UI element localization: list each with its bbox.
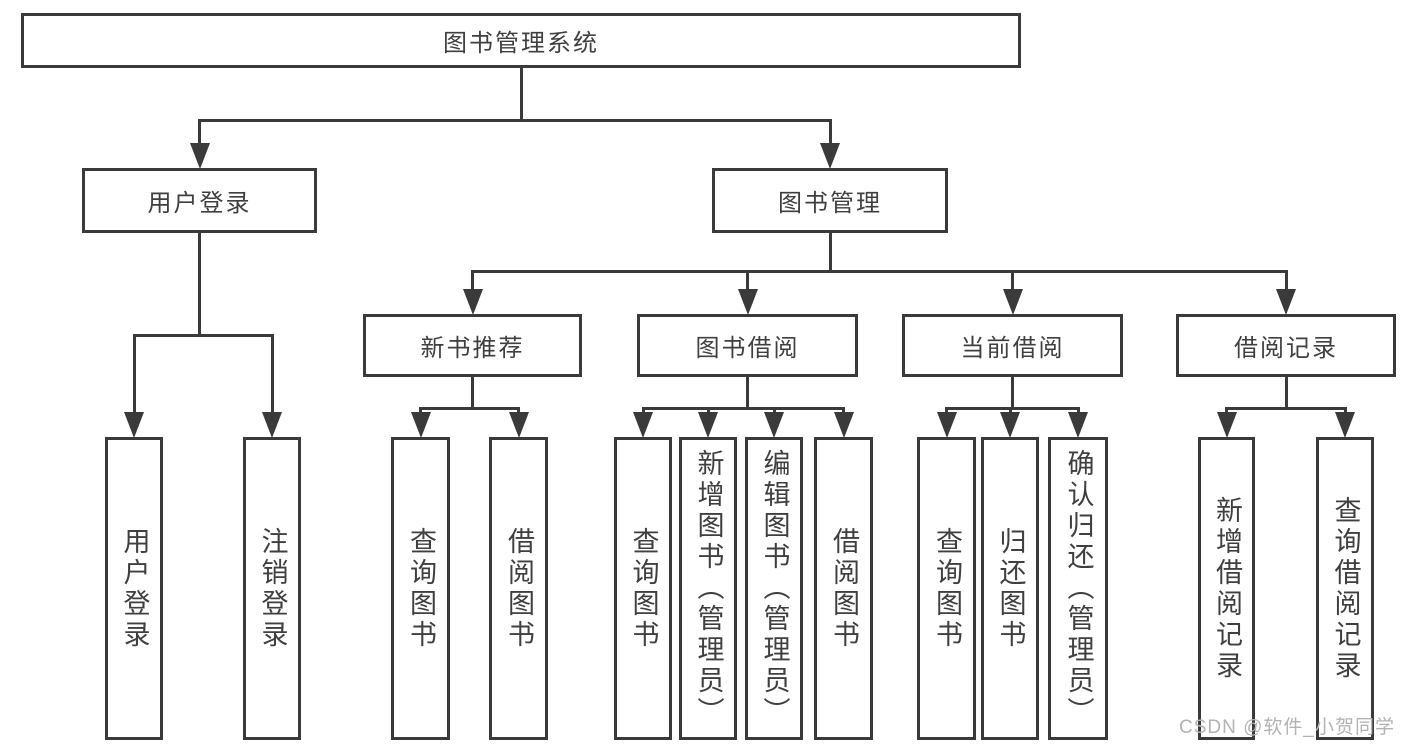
connector-line	[1343, 407, 1347, 415]
node-root: 图书管理系统	[21, 13, 1021, 68]
node-cb-confirm-return: 确认归还（管理员）	[1048, 437, 1108, 740]
connector-line	[1284, 377, 1288, 410]
arrowhead-down-icon	[1335, 412, 1355, 438]
arrowhead-down-icon	[1000, 412, 1020, 438]
node-label: 图书管理系统	[443, 30, 599, 57]
node-label: 确认归还（管理员）	[1063, 449, 1094, 728]
node-bb-add-book: 新增图书（管理员）	[679, 437, 737, 740]
node-label: 用户登录	[147, 190, 252, 217]
node-label: 用户登录	[119, 526, 150, 651]
arrowhead-down-icon	[508, 412, 529, 438]
node-cb-query-book: 查询图书	[917, 437, 976, 740]
connector-line	[945, 407, 948, 415]
node-bb-borrow-book: 借阅图书	[814, 437, 873, 740]
node-label: 当前借阅	[960, 335, 1065, 362]
connector-line	[519, 68, 523, 122]
connector-line	[1076, 407, 1080, 415]
connector-line	[945, 407, 1080, 410]
node-label: 借阅记录	[1234, 335, 1338, 362]
node-label: 图书管理	[778, 190, 882, 217]
node-label: 归还图书	[995, 526, 1026, 651]
connector-line	[746, 377, 749, 410]
node-borrow-records: 借阅记录	[1176, 314, 1396, 377]
node-label: 查询图书	[406, 526, 436, 651]
node-br-query-record: 查询借阅记录	[1316, 437, 1374, 740]
connector-line	[1011, 377, 1014, 410]
connector-line	[828, 233, 832, 273]
node-label: 编辑图书（管理员）	[759, 449, 790, 728]
connector-line	[842, 407, 845, 415]
connector-line	[132, 334, 136, 415]
connector-line	[1284, 270, 1288, 292]
node-user-login-op: 用户登录	[105, 437, 163, 740]
connector-line	[419, 407, 422, 415]
node-rec-query-book: 查询图书	[391, 437, 450, 740]
arrowhead-down-icon	[1276, 289, 1296, 315]
connector-line	[1225, 407, 1347, 410]
arrowhead-down-icon	[1002, 289, 1023, 315]
connector-line	[471, 270, 474, 292]
node-user-login: 用户登录	[82, 168, 317, 233]
arrowhead-down-icon	[462, 289, 483, 315]
arrowhead-down-icon	[1068, 412, 1088, 438]
node-cb-return-book: 归还图书	[981, 437, 1039, 740]
connector-line	[198, 233, 201, 337]
connector-line	[517, 407, 520, 415]
node-new-book-rec: 新书推荐	[363, 314, 582, 377]
node-book-borrow: 图书借阅	[637, 314, 858, 377]
node-label: 借阅图书	[504, 526, 534, 651]
node-label: 借阅图书	[829, 526, 859, 651]
arrowhead-down-icon	[698, 412, 718, 438]
watermark: CSDN @软件_小贺同学	[1179, 717, 1395, 738]
connector-line	[132, 334, 274, 337]
arrowhead-down-icon	[1216, 412, 1237, 438]
connector-line	[828, 119, 832, 146]
node-bb-edit-book: 编辑图书（管理员）	[745, 437, 803, 740]
node-label: 注销登录	[257, 526, 288, 651]
connector-line	[471, 270, 1288, 273]
node-br-add-record: 新增借阅记录	[1198, 437, 1255, 740]
connector-line	[198, 119, 201, 146]
connector-line	[746, 270, 749, 292]
connector-line	[471, 377, 474, 410]
arrowhead-down-icon	[833, 412, 854, 438]
node-rec-borrow-book: 借阅图书	[489, 437, 548, 740]
arrowhead-down-icon	[936, 412, 957, 438]
connector-line	[1011, 270, 1014, 292]
node-current-borrow: 当前借阅	[902, 314, 1123, 377]
connector-line	[706, 407, 710, 415]
node-label: 新书推荐	[420, 335, 525, 362]
arrowhead-down-icon	[189, 143, 210, 169]
node-user-logout-op: 注销登录	[243, 437, 301, 740]
node-label: 图书借阅	[695, 335, 800, 362]
arrowhead-down-icon	[737, 289, 758, 315]
arrowhead-down-icon	[124, 412, 144, 438]
connector-line	[270, 334, 274, 415]
connector-line	[641, 407, 645, 415]
node-bb-query-book: 查询图书	[614, 437, 672, 740]
connector-line	[198, 119, 832, 122]
connector-line	[1225, 407, 1228, 415]
connector-line	[419, 407, 520, 410]
arrowhead-down-icon	[262, 412, 282, 438]
node-label: 新增借阅记录	[1212, 495, 1242, 682]
arrowhead-down-icon	[410, 412, 431, 438]
arrowhead-down-icon	[764, 412, 784, 438]
connector-line	[772, 407, 776, 415]
node-book-mgmt: 图书管理	[712, 168, 948, 233]
connector-line	[1008, 407, 1012, 415]
arrowhead-down-icon	[820, 143, 840, 169]
connector-line	[641, 407, 845, 410]
node-label: 查询图书	[932, 526, 962, 651]
node-label: 查询图书	[628, 526, 659, 651]
node-label: 新增图书（管理员）	[693, 449, 724, 728]
node-label: 查询借阅记录	[1330, 495, 1361, 682]
arrowhead-down-icon	[633, 412, 653, 438]
